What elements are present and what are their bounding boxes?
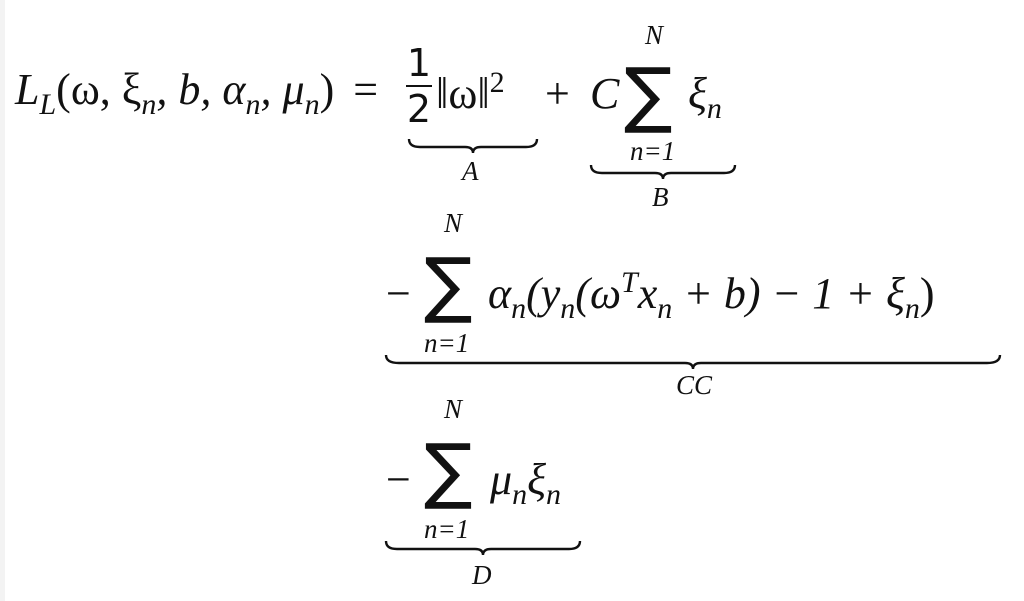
sum-D-lower: n=1	[424, 514, 470, 544]
cc-alpha: α	[488, 269, 512, 318]
norm-text: ‖ω‖	[436, 69, 490, 118]
cc-transpose: T	[621, 266, 638, 299]
plus-operator: +	[545, 69, 570, 118]
fraction-one-half: 1 2	[406, 44, 432, 128]
cc-y: (y	[526, 269, 561, 318]
fraction-bar	[406, 85, 432, 87]
sum-B-lower: n=1	[630, 136, 676, 166]
summand-xi: ξ	[688, 69, 707, 118]
cc-rest: + b) − 1 + ξ	[672, 269, 905, 318]
summand-xi-sub: n	[706, 92, 722, 125]
sum-CC-sigma-icon: ∑	[424, 242, 473, 326]
d-mu: μ	[490, 455, 513, 504]
equals-sign: =	[353, 65, 379, 114]
d-xi: ξ	[527, 455, 546, 504]
left-edge-strip	[0, 0, 5, 601]
lhs-sub-mu: n	[304, 88, 320, 121]
label-D: D	[472, 560, 492, 590]
label-CC: CC	[676, 370, 713, 400]
norm-power: 2	[489, 66, 505, 99]
cc-x: x	[637, 269, 658, 318]
d-xi-sub: n	[545, 478, 561, 511]
cc-alpha-sub: n	[511, 292, 527, 325]
lhs-func-sub: L	[39, 88, 57, 121]
cc-x-sub: n	[657, 292, 673, 325]
lhs-func: L	[15, 65, 40, 114]
sum-B-upper: N	[645, 20, 664, 50]
lhs-sub-xi: n	[141, 88, 157, 121]
cc-y-sub: n	[560, 292, 576, 325]
underbrace-A	[407, 138, 539, 154]
cc-omega: (ω	[575, 269, 622, 318]
sum-CC-lower: n=1	[424, 328, 470, 358]
sum-D-upper: N	[444, 394, 463, 424]
label-A: A	[462, 156, 479, 186]
sum-B-summand: ξn	[688, 69, 722, 124]
cc-close: )	[919, 269, 935, 318]
label-B: B	[652, 182, 669, 212]
coef-C: C	[590, 69, 620, 118]
lhs-args-1: (ω, ξ	[56, 65, 142, 114]
underbrace-B	[589, 164, 737, 180]
lhs-args-close: )	[319, 65, 335, 114]
lhs-args-2: , b, α	[156, 65, 246, 114]
lhs-sub-alpha: n	[245, 88, 261, 121]
d-mu-sub: n	[512, 478, 528, 511]
sum-CC-upper: N	[444, 208, 463, 238]
lhs-args-3: , μ	[260, 65, 305, 114]
minus-operator-D: −	[386, 455, 411, 504]
sum-D-sigma-icon: ∑	[424, 428, 473, 512]
lagrangian-lhs: LL(ω, ξn, b, αn, μn) =	[15, 65, 379, 120]
sum-D-summand: μnξn	[490, 455, 561, 510]
norm-omega-squared: ‖ω‖2	[436, 68, 505, 118]
fraction-numerator: 1	[406, 41, 432, 85]
underbrace-CC	[384, 354, 1002, 370]
fraction-denominator: 2	[406, 87, 432, 131]
sum-CC-summand: αn(yn(ωTxn + b) − 1 + ξn)	[488, 268, 935, 324]
underbrace-D	[384, 540, 582, 556]
minus-operator-CC: −	[386, 269, 411, 318]
cc-xi-sub: n	[904, 292, 920, 325]
sum-B-sigma-icon: ∑	[624, 52, 673, 136]
